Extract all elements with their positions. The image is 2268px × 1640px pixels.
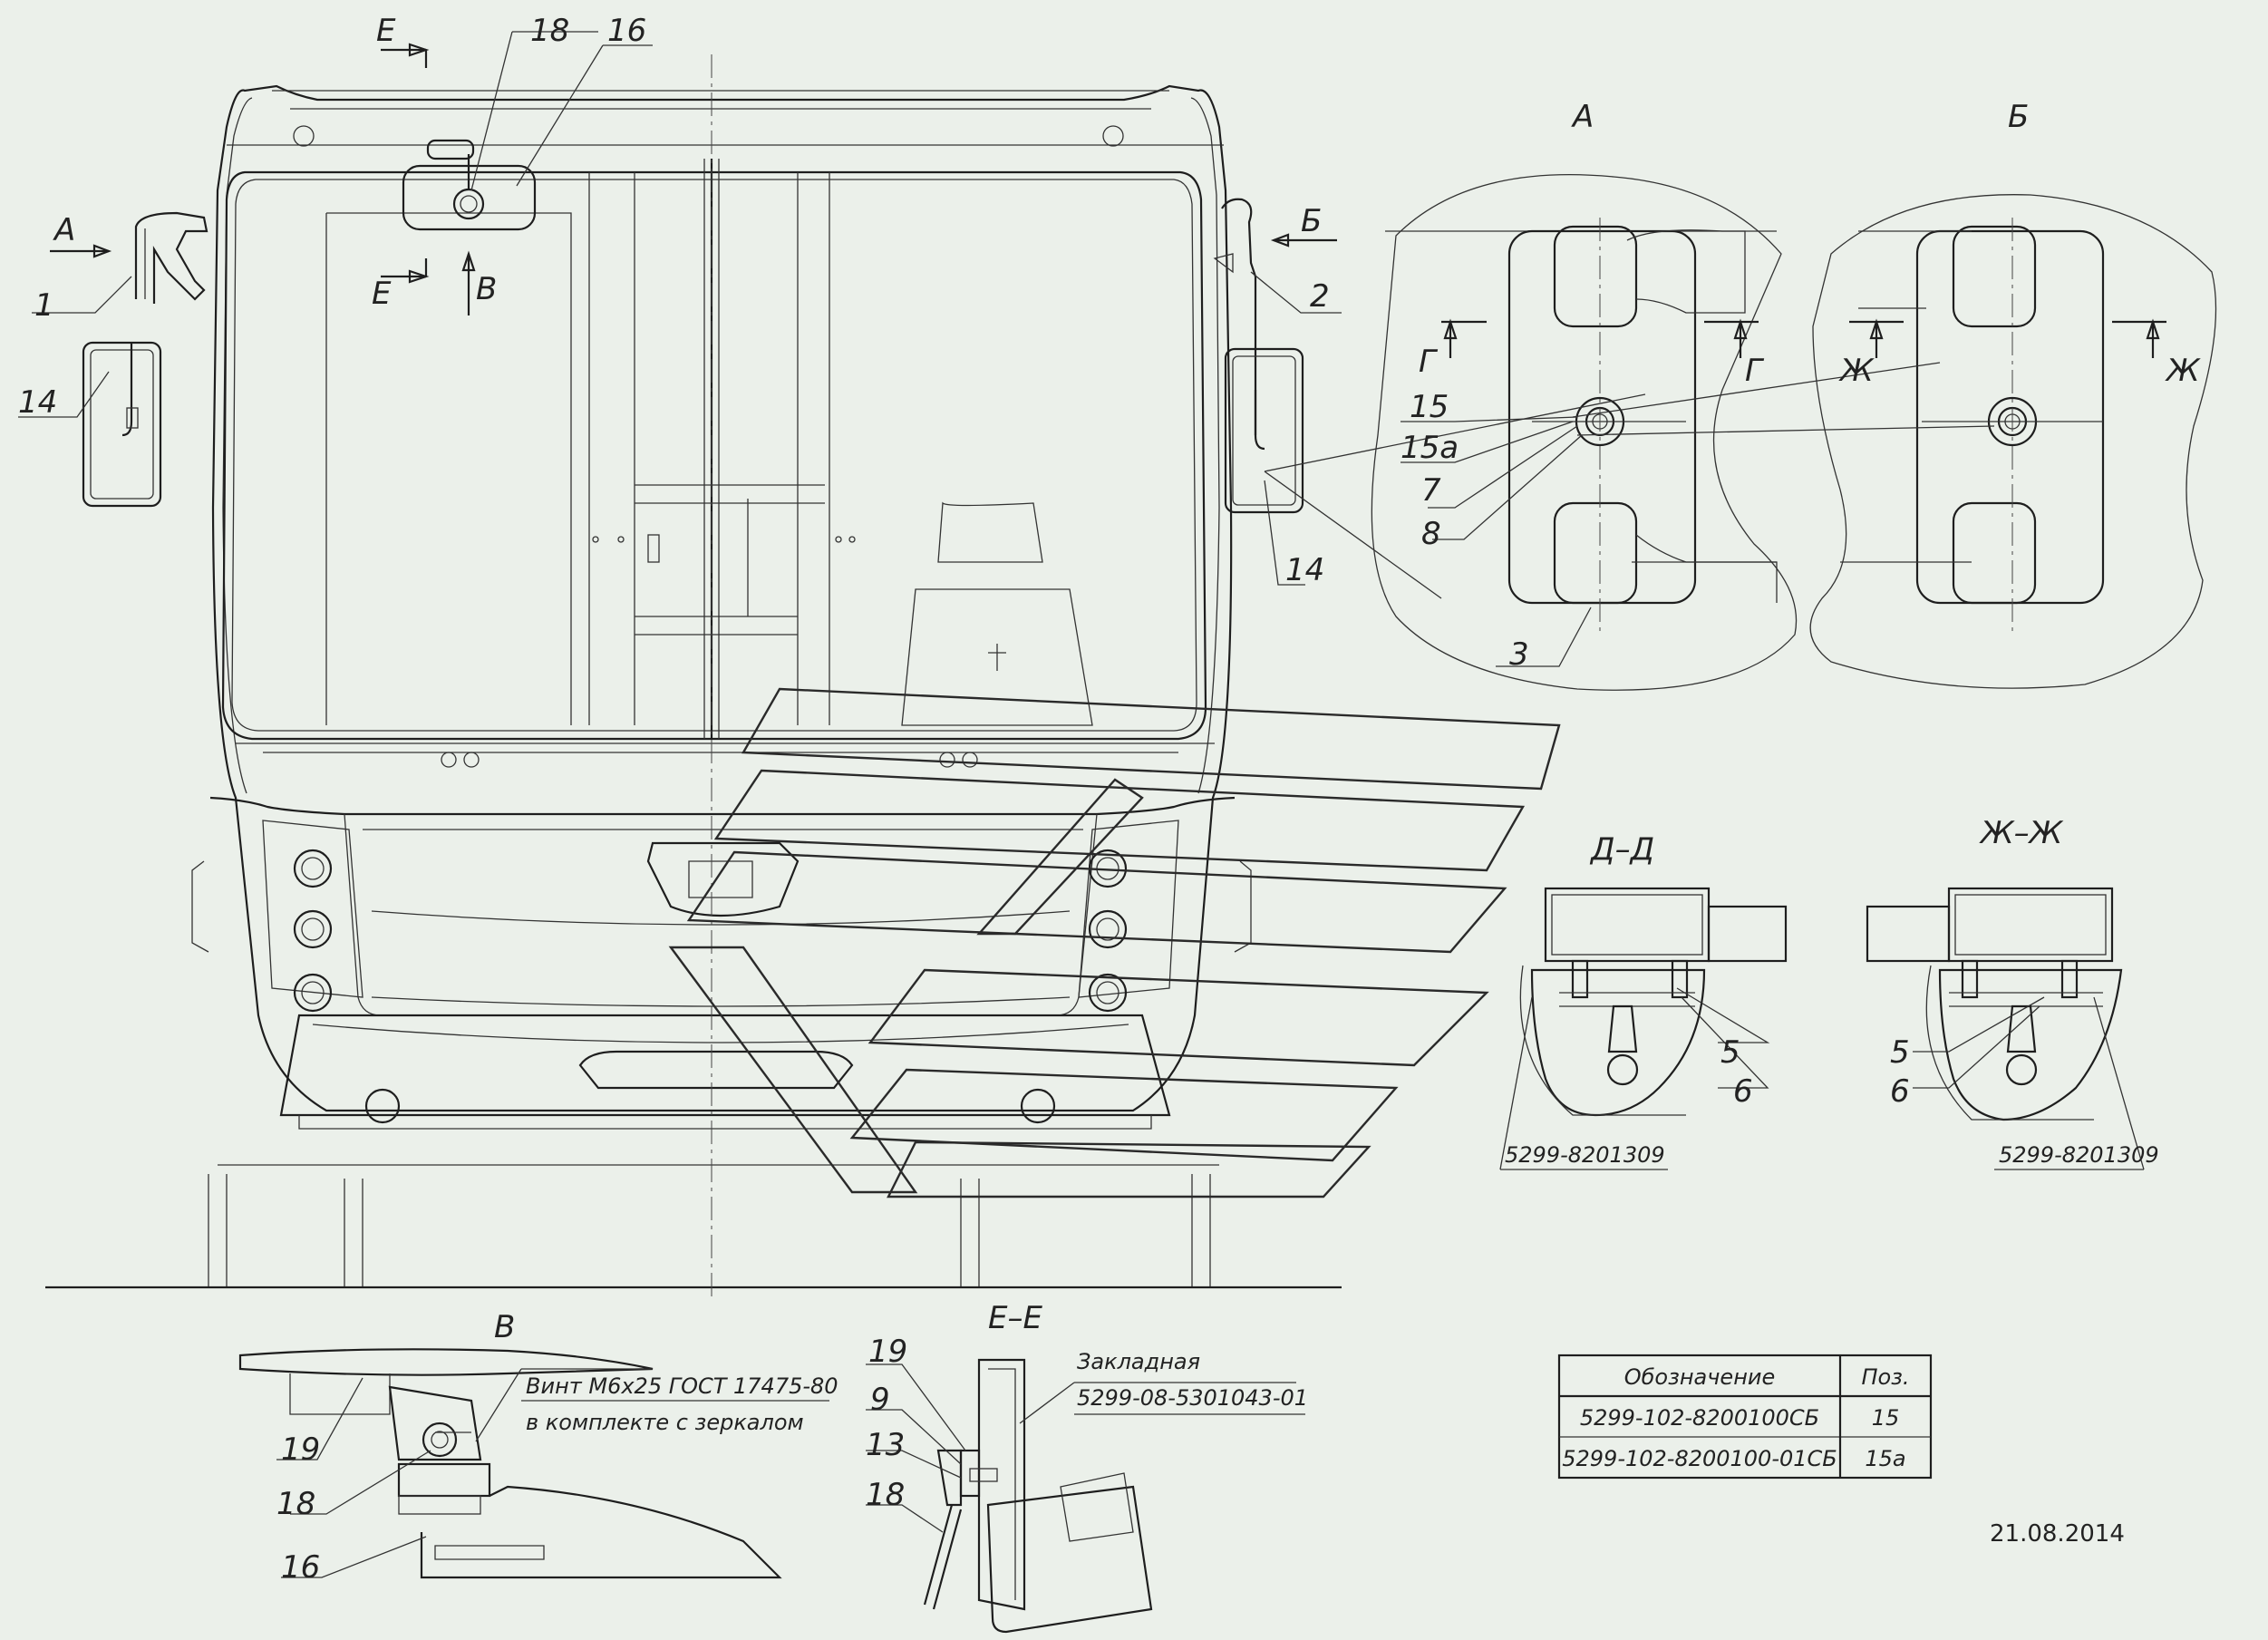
mark-e-top: Е bbox=[376, 13, 396, 49]
callout-14-right: 14 bbox=[1285, 552, 1324, 588]
callout-7: 7 bbox=[1421, 472, 1441, 509]
part-number-zhzh: 5299-8201309 bbox=[1999, 1142, 2159, 1168]
mark-e-bottom: Е bbox=[372, 276, 392, 312]
callout-15a: 15а bbox=[1401, 430, 1459, 466]
view-label-ee: Е–Е bbox=[988, 1300, 1042, 1336]
right-mirror bbox=[1213, 198, 1304, 514]
note-insert-1: Закладная bbox=[1077, 1349, 1200, 1374]
left-mirror bbox=[82, 211, 208, 508]
section-ee bbox=[866, 1358, 1305, 1634]
note-insert-2: 5299-08-5301043-01 bbox=[1077, 1385, 1308, 1411]
view-v bbox=[238, 1348, 829, 1579]
callout-9: 9 bbox=[870, 1382, 890, 1418]
table-header-designation: Обозначение bbox=[1624, 1364, 1776, 1390]
callout-19-ee: 19 bbox=[868, 1334, 907, 1370]
headlights-right bbox=[1078, 820, 1179, 1013]
callout-16-top: 16 bbox=[607, 13, 646, 49]
section-dd bbox=[1499, 887, 1788, 1170]
callout-2: 2 bbox=[1310, 278, 1330, 315]
callout-13: 13 bbox=[866, 1427, 905, 1463]
drawing-date: 21.08.2014 bbox=[1990, 1520, 2125, 1548]
view-label-zhzh: Ж–Ж bbox=[1979, 815, 2064, 851]
view-markers bbox=[50, 43, 1337, 315]
callout-18-top: 18 bbox=[530, 13, 569, 49]
callout-6-zhzh: 6 bbox=[1890, 1073, 1910, 1110]
callout-5-dd: 5 bbox=[1720, 1034, 1740, 1071]
labels: А Б В Е–Е Д–Д Ж–Ж А Б Е Е В Г Г Ж Ж 1 2 … bbox=[18, 13, 2201, 1586]
interior-mirror bbox=[402, 139, 537, 231]
mark-g-left: Г bbox=[1419, 344, 1439, 380]
parts-table: Обозначение Поз. 5299-102-8200100СБ 15 5… bbox=[1557, 1354, 1933, 1480]
mark-g-right: Г bbox=[1745, 353, 1765, 389]
table-cell-r1-pos: 15 bbox=[1872, 1405, 1900, 1431]
mark-v: В bbox=[476, 271, 497, 307]
notes: Винт М6х25 ГОСТ 17475-80 в комплекте с з… bbox=[526, 1142, 2159, 1435]
table-cell-r2-pos: 15а bbox=[1865, 1446, 1905, 1471]
mark-zh-right: Ж bbox=[2165, 353, 2201, 389]
callout-8: 8 bbox=[1421, 516, 1441, 552]
detail-views-a-b bbox=[1264, 174, 2217, 691]
bus-front-view bbox=[45, 54, 1342, 1296]
callout-6-dd: 6 bbox=[1733, 1073, 1753, 1110]
note-screw-1: Винт М6х25 ГОСТ 17475-80 bbox=[526, 1373, 838, 1399]
callout-1: 1 bbox=[34, 287, 54, 324]
note-screw-2: в комплекте с зеркалом bbox=[526, 1410, 804, 1435]
view-label-b: Б bbox=[2008, 99, 2029, 135]
view-label-a: А bbox=[1571, 99, 1594, 135]
mark-zh-left: Ж bbox=[1838, 353, 1875, 389]
callout-3: 3 bbox=[1509, 636, 1529, 673]
callout-5-zhzh: 5 bbox=[1890, 1034, 1910, 1071]
callout-15: 15 bbox=[1410, 389, 1449, 425]
view-label-v: В bbox=[494, 1309, 515, 1345]
mark-b: Б bbox=[1301, 203, 1322, 239]
headlights-left bbox=[262, 820, 363, 1013]
table-header-pos: Поз. bbox=[1861, 1364, 1909, 1390]
callout-18-v: 18 bbox=[276, 1486, 315, 1522]
section-zhzh bbox=[1866, 887, 2145, 1170]
callout-14-left: 14 bbox=[18, 384, 57, 421]
table-cell-r2-designation: 5299-102-8200100-01СБ bbox=[1562, 1446, 1837, 1471]
callout-16-v: 16 bbox=[281, 1549, 320, 1586]
part-number-dd: 5299-8201309 bbox=[1505, 1142, 1665, 1168]
leader-lines bbox=[18, 31, 1342, 586]
callout-18-ee: 18 bbox=[866, 1477, 905, 1513]
view-label-dd: Д–Д bbox=[1589, 831, 1654, 868]
watermark-logo bbox=[668, 687, 1561, 1198]
callout-19-v: 19 bbox=[281, 1431, 320, 1468]
table-cell-r1-designation: 5299-102-8200100СБ bbox=[1580, 1405, 1819, 1431]
mark-a: А bbox=[53, 212, 75, 248]
